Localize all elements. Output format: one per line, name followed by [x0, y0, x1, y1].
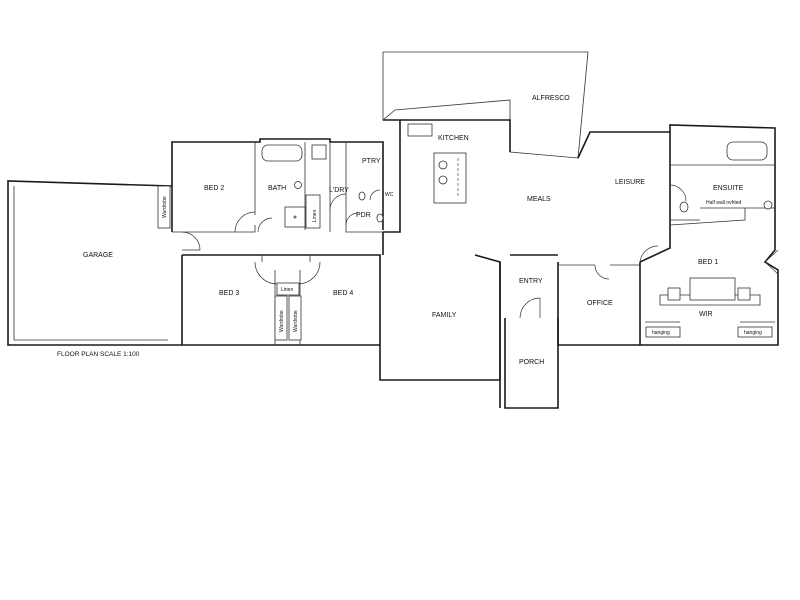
doors: [181, 184, 779, 319]
scale-note: FLOOR PLAN SCALE 1:100: [57, 351, 140, 358]
ensuite-basin-icon: [763, 200, 773, 210]
kitchen-island-icon: [433, 152, 467, 204]
wardrobe-bed3-icon: [274, 295, 288, 341]
door-bed4: [297, 261, 321, 285]
label-office: OFFICE: [587, 300, 613, 307]
label-ptry: PTRY: [362, 158, 381, 165]
label-garage: GARAGE: [83, 252, 113, 259]
door-ensuite: [669, 184, 687, 202]
ensuite-bath-icon: [726, 141, 768, 161]
wall-family-east: [474, 254, 501, 380]
label-wc: WC: [385, 192, 394, 198]
toilet-wc-icon: [358, 191, 366, 201]
label-porch: PORCH: [519, 359, 544, 366]
wall-bed2-divider: [172, 142, 383, 233]
label-ldry: L'DRY: [329, 187, 349, 194]
door-garage: [181, 231, 201, 251]
door-bed2: [234, 211, 256, 233]
sink-icon: [438, 160, 448, 170]
label-family: FAMILY: [432, 312, 457, 319]
room-labels: ALFRESCO KITCHEN PTRY BED 2 BATH L'DRY W…: [83, 95, 744, 366]
bed-icon: [689, 277, 736, 301]
label-half-wall: Half wall ovhted: [706, 200, 742, 206]
label-wardrobe-bed4: Wardrobe: [293, 310, 299, 332]
door-wc: [369, 189, 381, 201]
bedside-table-icon: [667, 287, 681, 301]
door-master-east: [764, 249, 779, 275]
linen-bath-icon: [305, 194, 321, 229]
basin-icon: [294, 181, 302, 189]
door-pdr: [345, 212, 359, 226]
label-wardrobe-bed3: Wardrobe: [279, 310, 285, 332]
door-bath: [257, 217, 273, 233]
door-entry: [519, 297, 541, 319]
label-linen-hall: Linen: [281, 287, 293, 293]
label-wardrobe-bed2: Wardrobe: [162, 196, 168, 218]
hanging-rail-icon: [645, 326, 681, 338]
label-entry: ENTRY: [519, 278, 543, 285]
bedside-table-icon-2: [737, 287, 751, 301]
label-bed2: BED 2: [204, 185, 224, 192]
wardrobe-bed2-icon: [157, 185, 171, 229]
label-bed3: BED 3: [219, 290, 239, 297]
linen-hall-icon: [276, 282, 300, 296]
laundry-tub-icon: [311, 144, 327, 160]
drain-icon: [293, 215, 297, 219]
bathtub-icon: [261, 144, 303, 162]
label-meals: MEALS: [527, 196, 551, 203]
fixtures: [157, 123, 773, 341]
label-bath: BATH: [268, 185, 286, 192]
door-bed3: [254, 261, 278, 285]
label-pdr: PDR: [356, 212, 371, 219]
door-ldry: [329, 193, 347, 211]
wall-ensuite: [669, 164, 775, 226]
wall-bed2-block: [171, 138, 384, 232]
wall-bed34-block: [182, 254, 381, 346]
label-ensuite: ENSUITE: [713, 185, 744, 192]
hanging-rail-icon-2: [737, 326, 773, 338]
sink-icon-2: [438, 175, 448, 185]
label-wir: WIR: [699, 311, 713, 318]
label-alfresco: ALFRESCO: [532, 95, 570, 102]
wall-core: [379, 119, 501, 408]
cooktop-icon: [407, 123, 433, 137]
label-kitchen: KITCHEN: [438, 135, 469, 142]
ensuite-toilet-icon: [679, 201, 689, 213]
toilet-pdr-icon: [376, 213, 384, 223]
wardrobe-bed4-icon: [288, 295, 302, 341]
door-office: [594, 264, 610, 280]
label-leisure: LEISURE: [615, 179, 645, 186]
label-linen-bath: Linen: [312, 210, 318, 222]
wall-garage: [7, 180, 183, 346]
label-bed1: BED 1: [698, 259, 718, 266]
door-master: [639, 245, 659, 263]
annotations: Wardrobe Linen Linen Wardrobe Wardrobe H…: [57, 196, 762, 358]
wall-garage-inner: [13, 186, 168, 341]
wall-alfresco: [382, 51, 589, 159]
label-bed4: BED 4: [333, 290, 353, 297]
label-hanging-right: hanging: [744, 330, 762, 336]
label-hanging-left: hanging: [652, 330, 670, 336]
wall-entry-porch: [499, 262, 559, 409]
